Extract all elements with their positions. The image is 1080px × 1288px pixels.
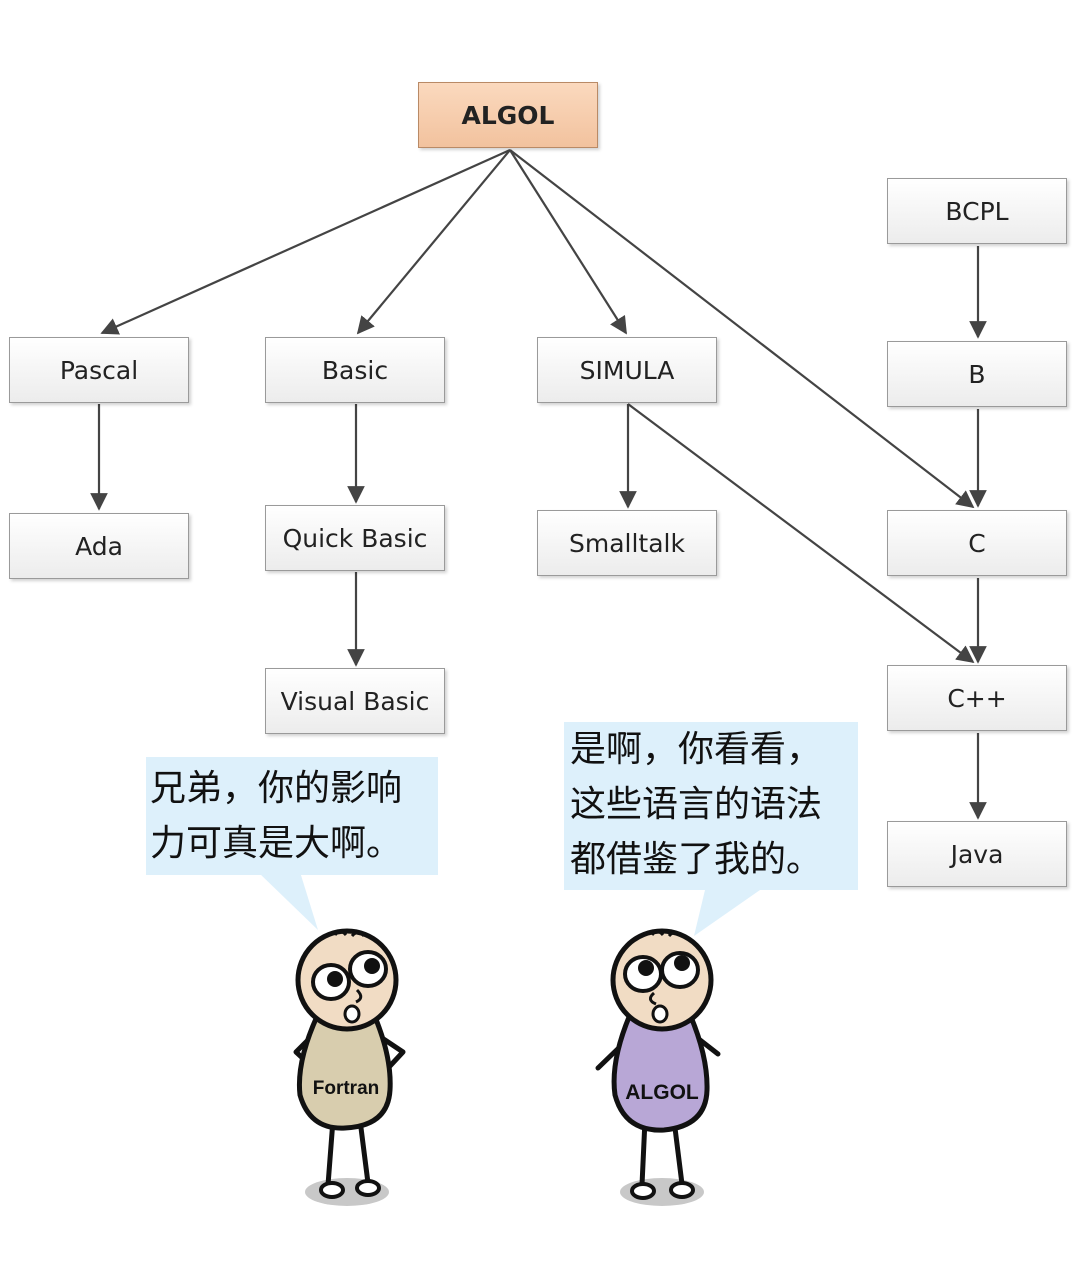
- node-ada: Ada: [9, 513, 189, 579]
- fortran-body-label: Fortran: [313, 1078, 380, 1099]
- node-visual-basic: Visual Basic: [265, 668, 445, 734]
- node-quick-basic: Quick Basic: [265, 505, 445, 571]
- arrow-algol-basic: [356, 149, 511, 335]
- arrow-simula-cpp: [627, 403, 975, 664]
- fortran-speech-line-2: 力可真是大啊。: [150, 823, 403, 864]
- node-algol: ALGOL: [418, 82, 598, 148]
- algol-speech-bubble: 是啊，你看看， 这些语言的语法 都借鉴了我的。: [564, 722, 858, 890]
- node-pascal: Pascal: [9, 337, 189, 403]
- node-simula: SIMULA: [537, 337, 717, 403]
- fortran-speech-bubble: 兄弟，你的影响 力可真是大啊。: [146, 757, 438, 875]
- algol-body-label: ALGOL: [625, 1081, 699, 1104]
- fortran-speech-line-1: 兄弟，你的影响: [150, 768, 403, 809]
- right-bubble-tail: [694, 890, 760, 936]
- algol-speech-line-3: 都借鉴了我的。: [570, 839, 823, 880]
- fortran-character: Fortran: [293, 928, 406, 1206]
- arrow-algol-pascal: [100, 148, 511, 335]
- node-b: B: [887, 341, 1067, 407]
- node-basic: Basic: [265, 337, 445, 403]
- node-cpp: C++: [887, 665, 1067, 731]
- node-smalltalk: Smalltalk: [537, 510, 717, 576]
- node-bcpl: BCPL: [887, 178, 1067, 244]
- algol-speech-line-1: 是啊，你看看，: [570, 729, 823, 770]
- arrow-algol-c: [509, 149, 975, 509]
- algol-character: ALGOL: [595, 928, 721, 1206]
- arrow-algol-simula: [509, 149, 627, 335]
- node-java: Java: [887, 821, 1067, 887]
- node-c: C: [887, 510, 1067, 576]
- left-bubble-tail: [258, 872, 318, 930]
- algol-speech-line-2: 这些语言的语法: [570, 784, 823, 825]
